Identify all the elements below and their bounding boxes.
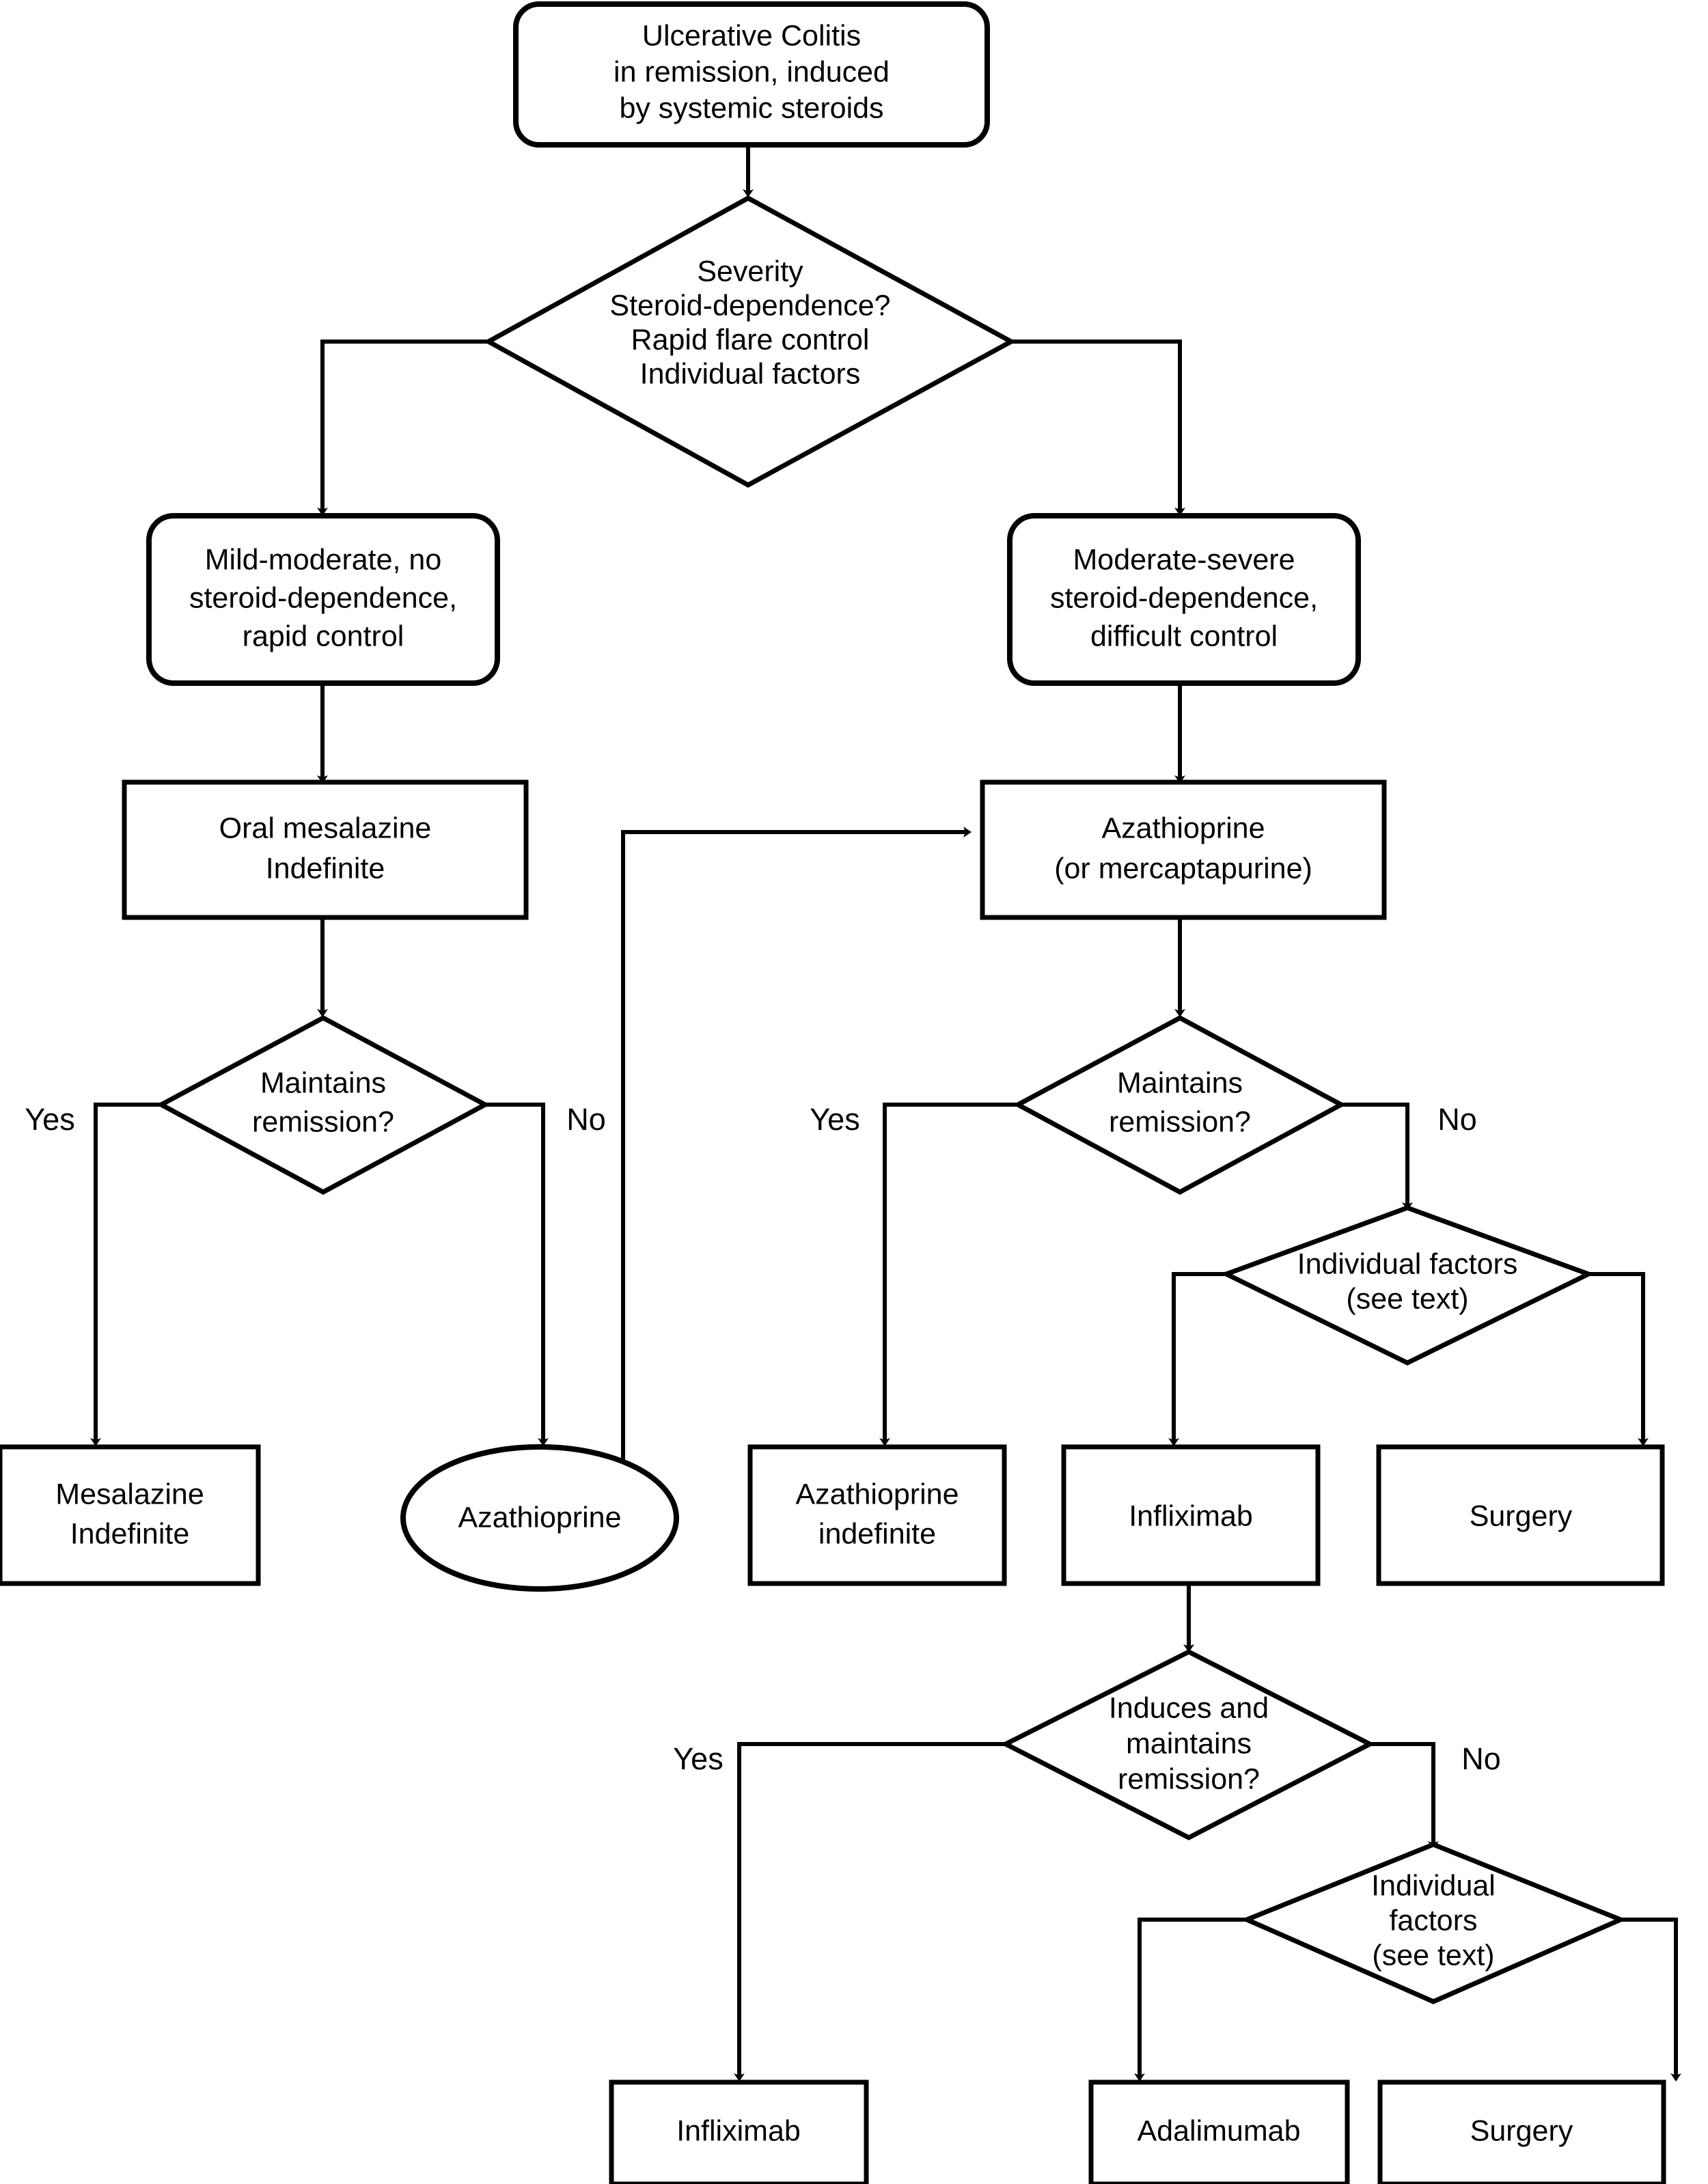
node-individual-factors-1-line-1: (see text) xyxy=(1346,1282,1468,1315)
node-individual-factors-2-line-1: factors xyxy=(1389,1904,1477,1937)
node-individual-factors-2-line-2: (see text) xyxy=(1372,1939,1494,1972)
node-surgery-mid-line-0: Surgery xyxy=(1470,1499,1573,1532)
node-moderate-severe-line-2: difficult control xyxy=(1090,620,1278,652)
node-induces-maintains-line-2: remission? xyxy=(1118,1763,1260,1795)
edge-maintains-right-yes xyxy=(879,1103,1018,1446)
node-oral-mesalazine-line-0: Oral mesalazine xyxy=(219,812,432,844)
node-azathioprine-indefinite[interactable]: Azathioprine indefinite xyxy=(747,1444,1007,1586)
node-adalimumab[interactable]: Adalimumab xyxy=(1088,2079,1350,2184)
edge-maintains-left-yes xyxy=(90,1103,161,1446)
edge-loop-to-azathioprine-box xyxy=(621,827,972,1493)
node-severity[interactable]: Severity Steroid-dependence? Rapid flare… xyxy=(483,195,1017,488)
node-moderate-severe[interactable]: Moderate-severe steroid-dependence, diff… xyxy=(1007,513,1361,686)
node-azathioprine-merc-line-0: Azathioprine xyxy=(1101,812,1265,844)
node-infliximab-bottom-line-0: Infliximab xyxy=(676,2114,801,2147)
edge-individual-factors-2-right xyxy=(1621,1918,1681,2082)
edge-severity-to-moderate-severe xyxy=(1011,340,1185,516)
node-maintains-right-line-1: remission? xyxy=(1109,1105,1251,1138)
node-severity-line-3: Individual factors xyxy=(640,357,861,390)
node-maintains-left-line-0: Maintains xyxy=(260,1066,386,1099)
node-azathioprine-oval[interactable]: Azathioprine xyxy=(400,1444,679,1592)
node-maintains-right-line-0: Maintains xyxy=(1117,1066,1243,1099)
node-start[interactable]: Ulcerative Colitis in remission, induced… xyxy=(513,1,990,148)
node-maintains-right[interactable]: Maintains remission? xyxy=(1013,1015,1347,1195)
node-adalimumab-line-0: Adalimumab xyxy=(1138,2114,1301,2147)
node-start-line-0: Ulcerative Colitis xyxy=(642,19,861,52)
node-azathioprine-merc[interactable]: Azathioprine (or mercaptapurine) xyxy=(980,779,1387,920)
node-oral-mesalazine-line-1: Indefinite xyxy=(266,852,385,885)
node-severity-line-1: Steroid-dependence? xyxy=(609,289,890,322)
edge-label-no-left-maintains: No xyxy=(566,1102,606,1137)
node-moderate-severe-line-1: steroid-dependence, xyxy=(1050,581,1318,614)
node-start-line-2: by systemic steroids xyxy=(619,92,883,124)
node-mesalazine-indefinite[interactable]: Mesalazine Indefinite xyxy=(0,1444,261,1586)
node-infliximab-mid[interactable]: Infliximab xyxy=(1061,1444,1321,1586)
edge-maintains-left-no xyxy=(485,1103,549,1446)
node-infliximab-bottom[interactable]: Infliximab xyxy=(609,2079,869,2184)
node-induces-maintains[interactable]: Induces and maintains remission? xyxy=(1000,1649,1375,1840)
node-azathioprine-merc-line-1: (or mercaptapurine) xyxy=(1054,852,1312,885)
edge-induces-yes xyxy=(734,1742,1006,2082)
node-severity-line-2: Rapid flare control xyxy=(631,323,870,356)
node-surgery-bottom-line-0: Surgery xyxy=(1470,2114,1573,2147)
edge-label-yes-left-maintains: Yes xyxy=(25,1102,74,1137)
edge-individual-factors-2-left xyxy=(1134,1918,1247,2082)
node-start-line-1: in remission, induced xyxy=(614,55,890,88)
node-mild-moderate-line-1: steroid-dependence, xyxy=(189,581,457,614)
node-mesalazine-indefinite-line-1: Indefinite xyxy=(70,1517,190,1550)
node-azathioprine-oval-line-0: Azathioprine xyxy=(458,1501,621,1534)
node-induces-maintains-line-1: maintains xyxy=(1126,1727,1252,1760)
edge-induces-no xyxy=(1370,1742,1439,1849)
node-mild-moderate[interactable]: Mild-moderate, no steroid-dependence, ra… xyxy=(146,513,500,686)
node-individual-factors-2-line-0: Individual xyxy=(1371,1869,1496,1902)
node-maintains-left-line-1: remission? xyxy=(252,1105,394,1138)
edge-label-no-right-maintains: No xyxy=(1437,1102,1477,1137)
node-individual-factors-1[interactable]: Individual factors (see text) xyxy=(1220,1205,1595,1366)
node-individual-factors-2[interactable]: Individual factors (see text) xyxy=(1240,1842,1627,2004)
node-azathioprine-indefinite-line-1: indefinite xyxy=(818,1517,936,1550)
node-mild-moderate-line-2: rapid control xyxy=(243,620,404,652)
node-severity-line-0: Severity xyxy=(697,255,803,288)
node-moderate-severe-line-0: Moderate-severe xyxy=(1073,543,1295,576)
edge-label-no-induces: No xyxy=(1461,1741,1501,1776)
node-maintains-left[interactable]: Maintains remission? xyxy=(156,1015,491,1195)
edge-maintains-right-no xyxy=(1341,1103,1413,1211)
node-mild-moderate-line-0: Mild-moderate, no xyxy=(205,543,442,576)
edge-severity-to-mild-moderate xyxy=(317,340,488,516)
node-induces-maintains-line-0: Induces and xyxy=(1109,1691,1269,1724)
node-azathioprine-indefinite-line-0: Azathioprine xyxy=(795,1478,959,1510)
edge-individual-factors-1-left xyxy=(1168,1272,1226,1446)
node-surgery-bottom[interactable]: Surgery xyxy=(1377,2079,1666,2184)
node-surgery-mid[interactable]: Surgery xyxy=(1376,1444,1665,1586)
node-infliximab-mid-line-0: Infliximab xyxy=(1129,1499,1253,1532)
node-oral-mesalazine[interactable]: Oral mesalazine Indefinite xyxy=(122,779,529,920)
node-individual-factors-1-line-0: Individual factors xyxy=(1297,1247,1518,1280)
node-mesalazine-indefinite-line-0: Mesalazine xyxy=(55,1478,204,1510)
edge-label-yes-induces: Yes xyxy=(673,1741,723,1776)
edge-label-yes-right-maintains: Yes xyxy=(810,1102,859,1137)
edge-individual-factors-1-right xyxy=(1588,1272,1649,1446)
